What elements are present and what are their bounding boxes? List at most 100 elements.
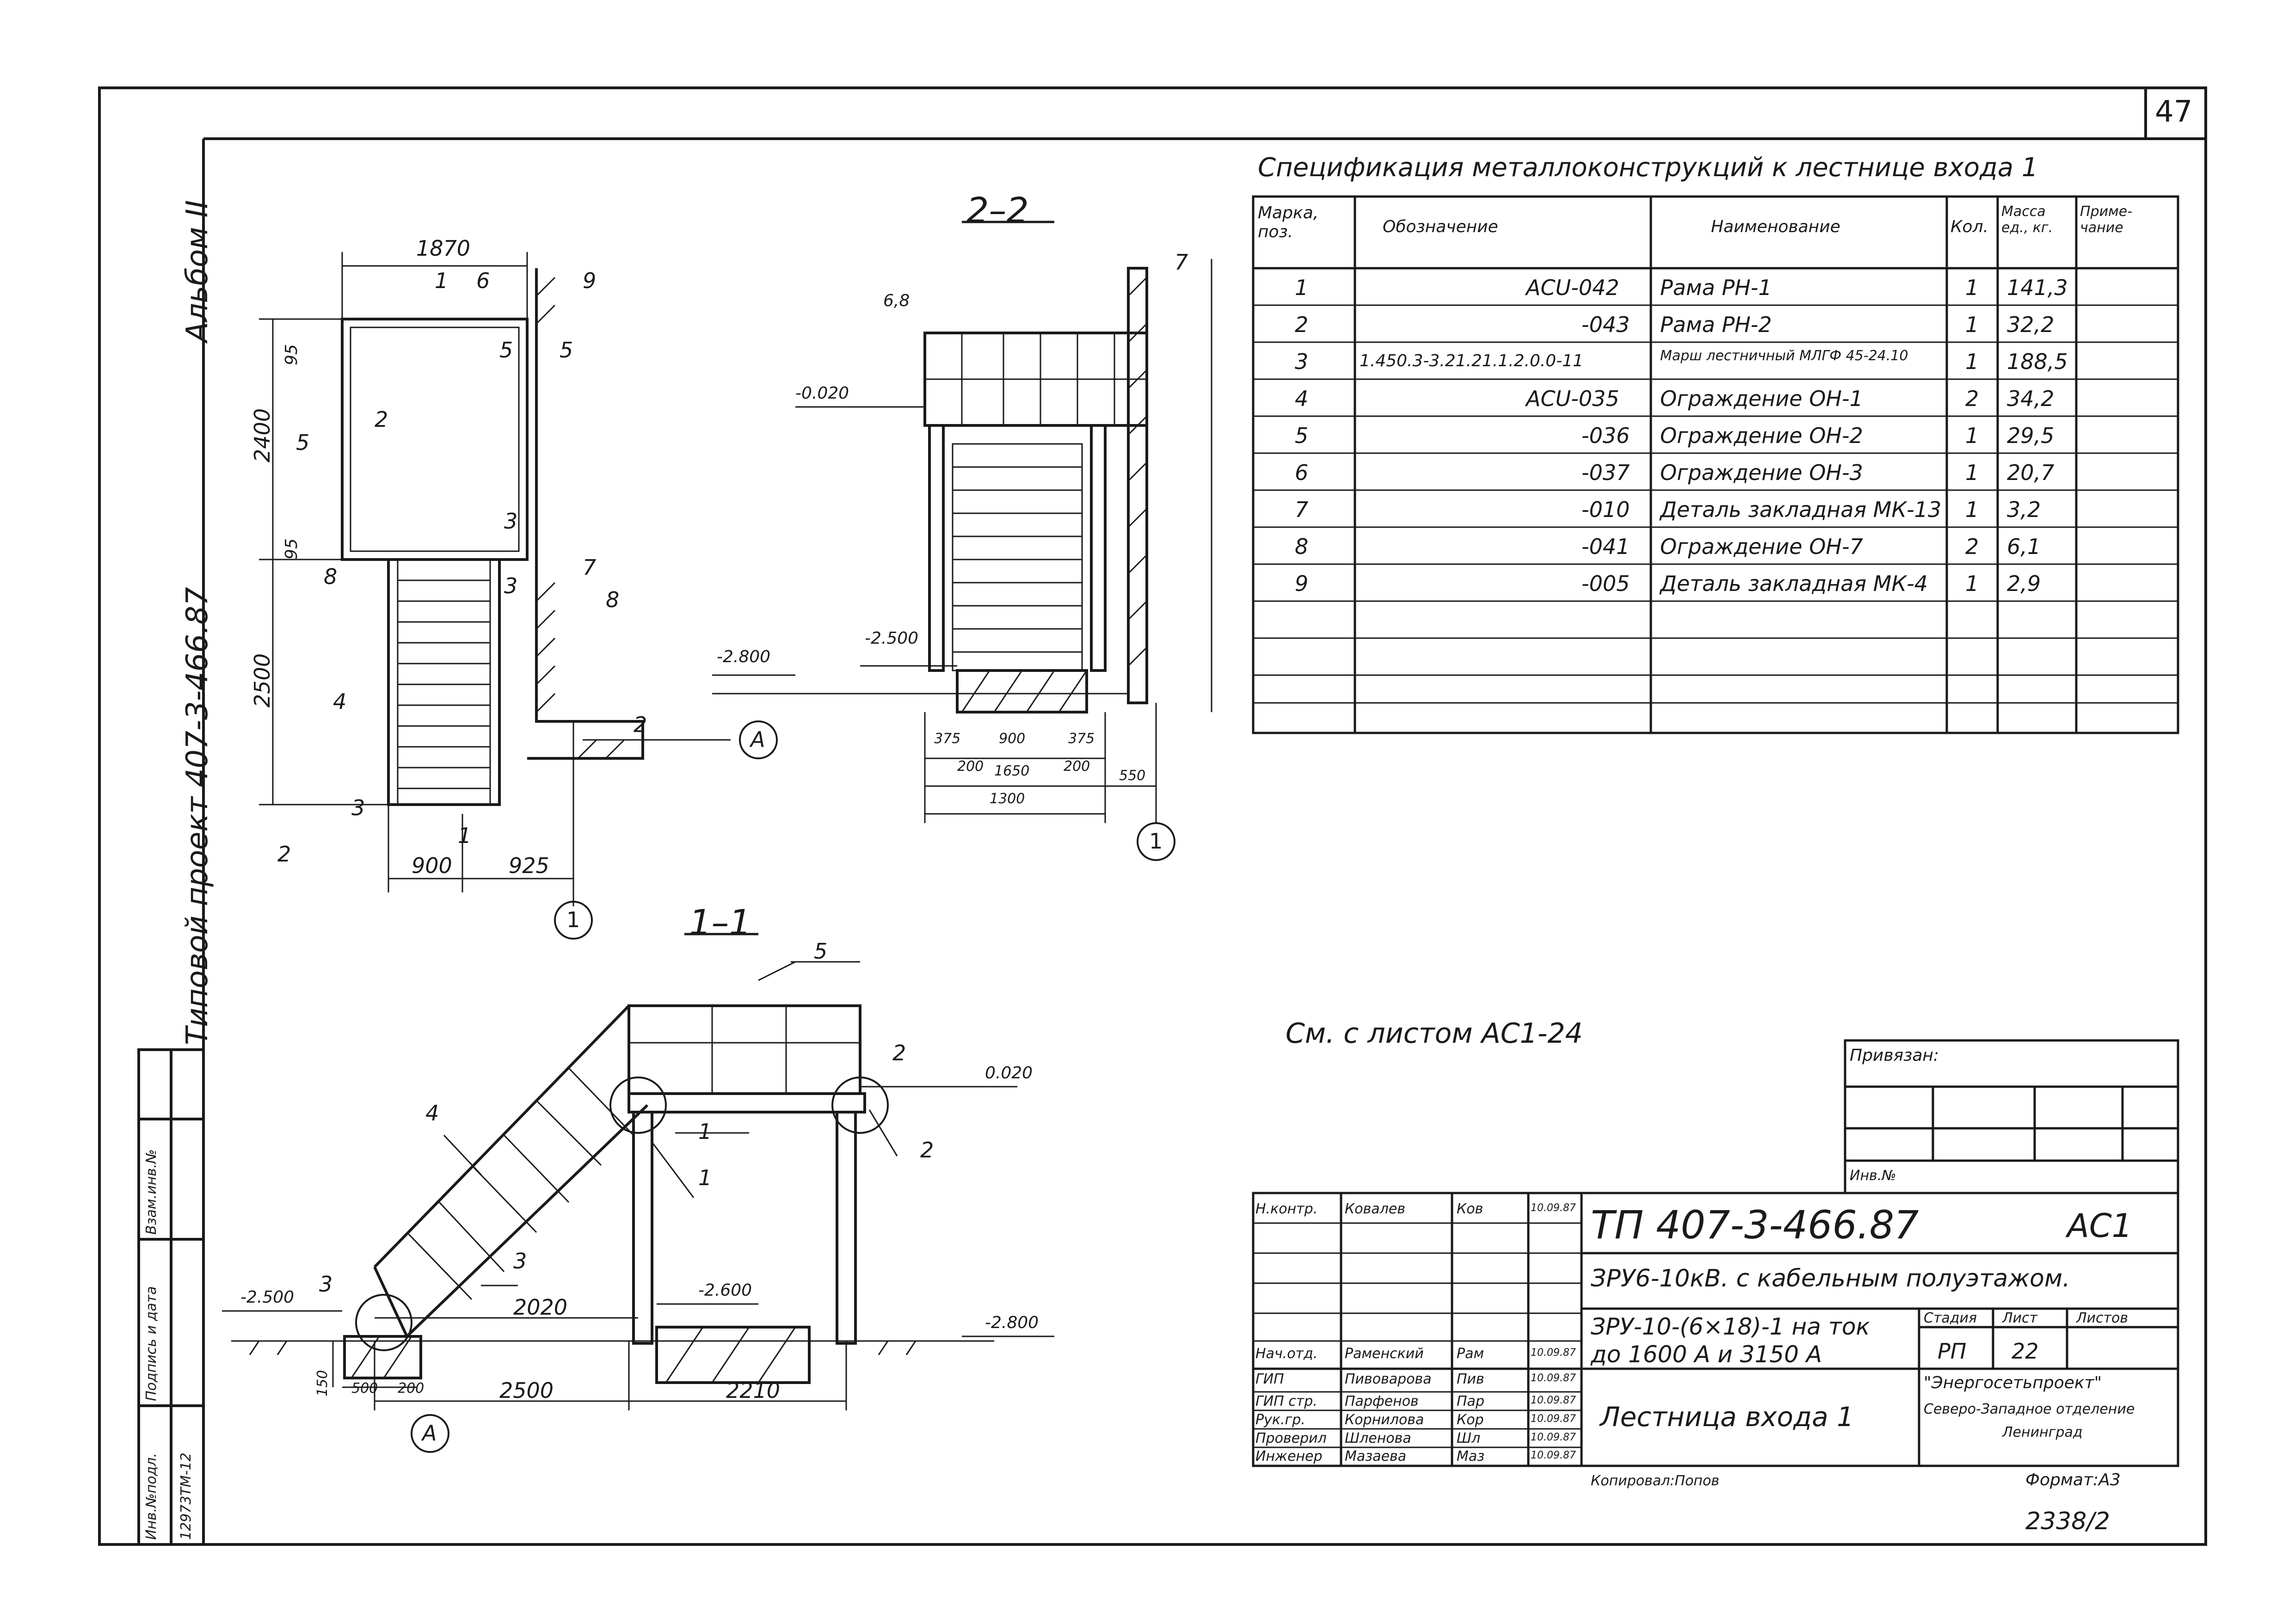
- stamp-inv-number: 12973ТМ-12: [178, 1452, 194, 1540]
- section22-label-7: 7: [1175, 250, 1188, 275]
- footer-format: Формат:А3: [2025, 1470, 2121, 1489]
- spec-mass: 2,9: [2007, 571, 2041, 596]
- section22-mark-2800: -2.800: [717, 647, 771, 666]
- section11-dim-2210: 2210: [726, 1378, 781, 1403]
- spec-pos: 7: [1295, 497, 1309, 522]
- section11-node-a-circle: [355, 1294, 412, 1351]
- plan-dim-1870: 1870: [416, 236, 471, 261]
- section11-axis-a-marker: [411, 1414, 449, 1453]
- plan-label-1: 1: [435, 268, 449, 293]
- title-project-code: ТП 407-3-466.87: [1591, 1202, 1919, 1248]
- spec-code: -043: [1581, 312, 1630, 337]
- spec-code: АСU-035: [1526, 386, 1619, 411]
- spec-mass: 188,5: [2007, 349, 2068, 374]
- plan-dim-2400: 2400: [250, 408, 275, 462]
- section22-dim-550: 550: [1119, 768, 1146, 784]
- signer-signature: Шл: [1457, 1430, 1481, 1446]
- signer-name: Пивоварова: [1345, 1371, 1432, 1387]
- section11-label-1b: 1: [698, 1165, 712, 1190]
- sheet-number: 47: [2155, 95, 2193, 129]
- section11-label-2b: 2: [920, 1138, 934, 1163]
- plan-label-3b: 3: [504, 573, 518, 598]
- plan-label-5a: 5: [499, 338, 513, 363]
- signer-date: 10.09.87: [1531, 1202, 1576, 1214]
- spec-code: -005: [1581, 571, 1630, 596]
- spec-mass: 6,1: [2007, 534, 2041, 559]
- plan-axis-1-label: 1: [566, 907, 580, 932]
- spec-pos: 4: [1295, 386, 1309, 411]
- signer-name: Ковалев: [1345, 1201, 1406, 1217]
- plan-detail-a-label: А: [751, 727, 765, 752]
- title-line2b: до 1600 А и 3150 А: [1591, 1341, 1822, 1368]
- spec-name: Рама РН-2: [1660, 312, 1772, 337]
- section22-dim-375b: 375: [1068, 731, 1095, 747]
- spec-code: -037: [1581, 460, 1630, 485]
- section11-label-2a: 2: [892, 1040, 906, 1065]
- signer-name: Корнилова: [1345, 1412, 1424, 1428]
- signer-role: Нач.отд.: [1255, 1346, 1318, 1362]
- spec-name: Деталь закладная МК-4: [1660, 571, 1928, 596]
- spec-mass: 32,2: [2007, 312, 2055, 337]
- section11-dim-500: 500: [351, 1380, 378, 1396]
- signer-name: Раменский: [1345, 1346, 1424, 1362]
- project-label: Типовой проект 407-3-466.87: [180, 587, 215, 1045]
- spec-name: Деталь закладная МК-13: [1660, 497, 1942, 522]
- plan-label-4: 4: [333, 689, 347, 714]
- title-sheet-code: АС1: [2067, 1207, 2133, 1245]
- section11-label-4: 4: [425, 1101, 439, 1126]
- spec-code: -041: [1581, 534, 1630, 559]
- plan-label-5b: 5: [560, 338, 573, 363]
- section22-axis-1-marker: [1137, 822, 1175, 861]
- section11-title: 1–1: [689, 902, 751, 943]
- plan-label-2: 2: [375, 407, 388, 432]
- title-stage-header: Стадия: [1924, 1310, 1977, 1326]
- signer-date: 10.09.87: [1531, 1413, 1576, 1425]
- plan-label-3a: 3: [504, 509, 518, 534]
- plan-label-6: 6: [476, 268, 490, 293]
- section22-title: 2–2: [966, 190, 1029, 231]
- title-line1: ЗРУ6-10кВ. с кабельным полуэтажом.: [1591, 1265, 2070, 1292]
- title-inv-no: Инв.№: [1850, 1168, 1896, 1184]
- spec-header-code: Обозначение: [1383, 217, 1498, 236]
- plan-label-1-section-bottom: 1: [458, 823, 472, 848]
- spec-header-note: Приме-чание: [2080, 203, 2133, 236]
- plan-dim-95-top: 95: [282, 344, 301, 365]
- plan-label-7: 7: [583, 555, 597, 580]
- plan-label-3c: 3: [351, 795, 365, 820]
- spec-pos: 1: [1295, 275, 1309, 300]
- spec-mass: 3,2: [2007, 497, 2041, 522]
- album-label: Альбом II: [180, 200, 215, 342]
- spec-qty: 1: [1965, 275, 1979, 300]
- signer-name: Парфенов: [1345, 1393, 1419, 1409]
- plan-label-2-section-left: 2: [277, 842, 291, 867]
- title-sheet-header: Лист: [2002, 1310, 2038, 1326]
- title-drawing-name: Лестница входа 1: [1600, 1401, 1854, 1433]
- section11-label-5: 5: [814, 939, 828, 964]
- spec-header-qty: Кол.: [1950, 217, 1989, 236]
- spec-name: Ограждение ОН-3: [1660, 460, 1863, 485]
- plan-axis-1-marker: [554, 901, 593, 940]
- section22-mark-2500: -2.500: [865, 629, 919, 648]
- section22-dim-375a: 375: [934, 731, 961, 747]
- section22-mark-68: 6,8: [883, 291, 910, 310]
- plan-label-2-section-right: 2: [634, 712, 647, 737]
- spec-name: Ограждение ОН-1: [1660, 386, 1863, 411]
- spec-mass: 20,7: [2007, 460, 2055, 485]
- section11-detail-circle-left: [609, 1077, 667, 1134]
- title-org1: "Энергосетьпроект": [1924, 1373, 2102, 1392]
- section22-dim-1300: 1300: [990, 791, 1025, 807]
- signer-signature: Пар: [1457, 1393, 1484, 1409]
- section22-dim-1650: 1650: [994, 763, 1030, 779]
- signer-name: Мазаева: [1345, 1448, 1407, 1464]
- title-sheets-header: Листов: [2076, 1310, 2129, 1326]
- spec-name: Марш лестничный МЛГФ 45-24.10: [1660, 348, 1908, 364]
- signer-signature: Кор: [1457, 1412, 1484, 1428]
- spec-header-pos: Марка, поз.: [1258, 203, 1319, 241]
- signer-role: Проверил: [1255, 1430, 1327, 1446]
- signer-date: 10.09.87: [1531, 1395, 1576, 1406]
- spec-qty: 1: [1965, 312, 1979, 337]
- spec-code: 1.450.3-3.21.21.1.2.0.0-11: [1360, 351, 1583, 370]
- spec-title: Спецификация металлоконструкций к лестни…: [1258, 153, 2038, 183]
- plan-dim-2500: 2500: [250, 653, 275, 707]
